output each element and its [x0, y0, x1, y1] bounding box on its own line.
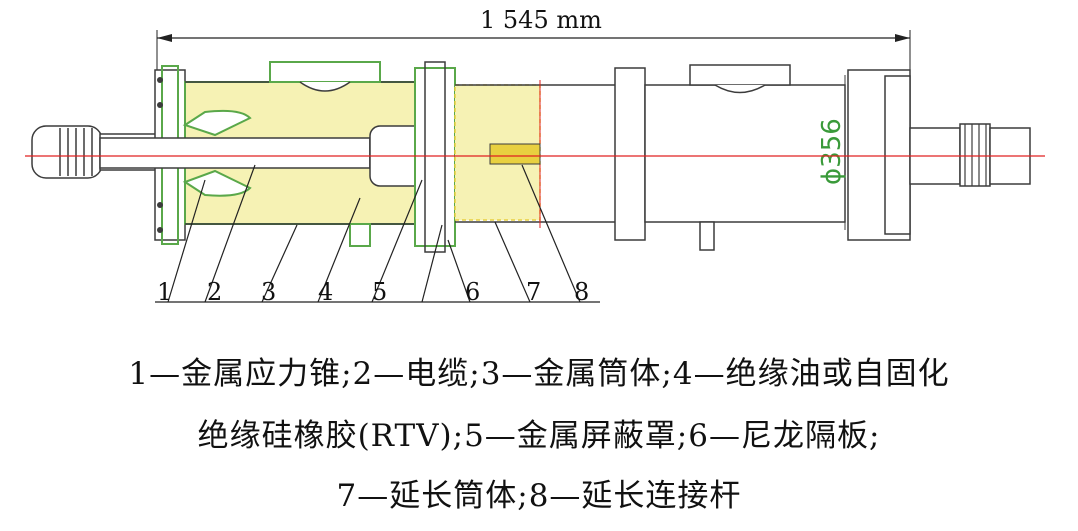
overall-dimension: 1 545 mm: [156, 6, 911, 80]
caption-line-3: 7—延长筒体;8—延长连接杆: [336, 478, 742, 514]
cable-termination-drawing: 1 545 mm: [25, 6, 1045, 306]
part-label-5: 5: [372, 278, 387, 306]
part-label-2: 2: [207, 278, 222, 306]
part-label-6: 6: [465, 278, 480, 306]
nylon-partition: [414, 61, 456, 253]
part-label-3: 3: [261, 278, 276, 306]
part-label-8: 8: [574, 278, 589, 306]
caption-line-1: 1—金属应力锥;2—电缆;3—金属筒体;4—绝缘油或自固化: [128, 356, 950, 392]
part-label-1: 1: [157, 278, 172, 306]
caption-line-2: 绝缘硅橡胶(RTV);5—金属屏蔽罩;6—尼龙隔板;: [197, 418, 881, 454]
leader-lines: [155, 164, 600, 303]
overall-length-label: 1 545 mm: [480, 6, 602, 34]
diameter-label: ϕ356: [817, 118, 847, 185]
right-terminal: [909, 123, 1031, 187]
part-label-7: 7: [526, 278, 541, 306]
cable-conductor: [99, 136, 391, 170]
part-number-labels: 1 2 3 4 5 6 7 8: [157, 278, 589, 306]
extension-rod: [489, 143, 541, 165]
right-housing: [614, 64, 911, 251]
stress-cone: [182, 109, 252, 197]
part-label-4: 4: [318, 278, 333, 306]
